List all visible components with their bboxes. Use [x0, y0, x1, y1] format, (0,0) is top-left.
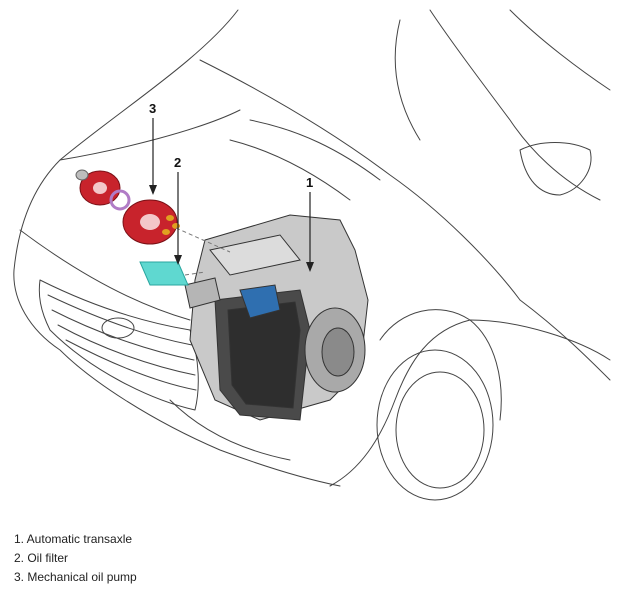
valve-body-blue — [239, 284, 281, 319]
callout-3: 3 — [149, 101, 156, 116]
legend-item-text: 3. Mechanical oil pump — [14, 570, 137, 584]
pump-seal-ring — [109, 189, 131, 211]
callout-arrowheads — [149, 185, 314, 272]
oil-filter — [139, 261, 189, 286]
vehicle-transaxle-illustration: 3 2 1 — [13, 9, 611, 501]
car-body-outline — [13, 9, 611, 501]
callout-leaders — [152, 118, 311, 262]
assembly-guide-lines — [175, 227, 231, 276]
legend-item-text: 2. Oil filter — [14, 551, 69, 565]
automatic-transaxle — [184, 214, 369, 421]
legend-item: 3. Mechanical oil pump — [14, 568, 137, 587]
legend-item: 1. Automatic transaxle — [14, 530, 137, 549]
callout-2: 2 — [174, 155, 181, 170]
legend-item: 2. Oil filter — [14, 549, 137, 568]
legend-item-text: 1. Automatic transaxle — [14, 532, 133, 546]
mechanical-oil-pump — [75, 169, 180, 245]
parts-legend: 1. Automatic transaxle 2. Oil filter 3. … — [14, 530, 137, 587]
callout-1: 1 — [306, 175, 313, 190]
